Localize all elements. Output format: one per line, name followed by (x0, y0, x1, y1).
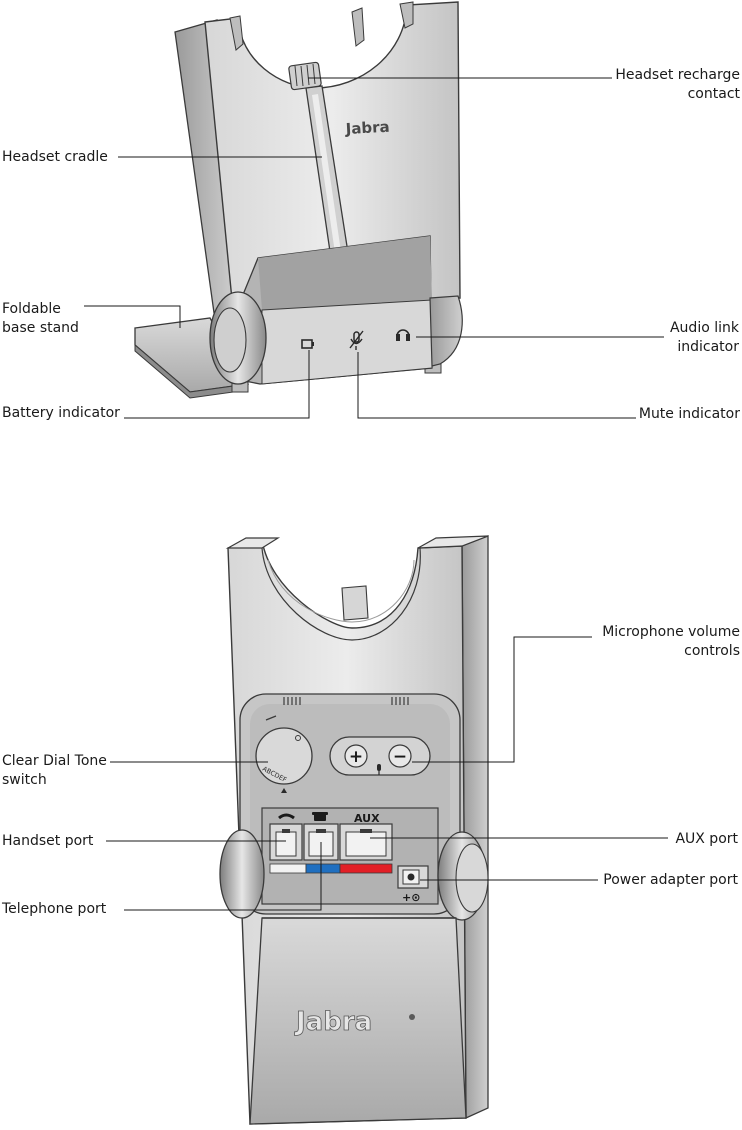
label-line: base stand (2, 320, 79, 336)
handset-icon (278, 813, 295, 820)
aux-port-label: AUX (354, 812, 380, 825)
label-line: Headset cradle (2, 149, 108, 165)
label-line: Microphone volume (602, 624, 740, 640)
battery-indicator-icon (301, 339, 314, 349)
back-hinge-left (219, 829, 265, 919)
label-line: Mute indicator (638, 406, 740, 422)
label-clear-dial-tone-switch: Clear Dial Tone switch (2, 752, 107, 790)
label-battery-indicator: Battery indicator (2, 404, 120, 423)
front-hinge (209, 291, 267, 385)
power-symbol: +⊙ (402, 891, 420, 904)
label-line: Battery indicator (2, 405, 120, 421)
label-line: switch (2, 772, 47, 788)
front-logo: Jabra (344, 118, 390, 138)
label-line: Power adapter port (603, 872, 738, 888)
label-handset-port: Handset port (2, 832, 93, 851)
handset-port (269, 823, 303, 861)
label-line: contact (687, 86, 740, 102)
label-headset-recharge-contact: Headset recharge contact (615, 66, 740, 104)
volume-plus-symbol: + (349, 747, 363, 767)
label-aux-port: AUX port (675, 830, 738, 849)
volume-minus-symbol: − (393, 747, 407, 767)
label-audio-link-indicator: Audio link indicator (670, 319, 739, 357)
label-line: Audio link (669, 320, 739, 336)
headset-recharge-contact (288, 61, 322, 91)
label-line: Foldable (2, 301, 61, 317)
label-power-adapter-port: Power adapter port (603, 871, 738, 890)
back-leader-lines (106, 636, 668, 911)
back-hinge-right (437, 831, 489, 921)
front-leader-lines (84, 77, 664, 419)
label-telephone-port: Telephone port (2, 900, 106, 919)
label-line: Clear Dial Tone (2, 753, 107, 769)
label-headset-cradle: Headset cradle (2, 148, 108, 167)
label-line: indicator (677, 339, 739, 355)
label-line: Headset recharge (615, 67, 740, 83)
label-mute-indicator: Mute indicator (639, 405, 740, 424)
aux-port (339, 823, 393, 861)
power-adapter-port: +⊙ (397, 865, 429, 904)
audio-link-indicator-icon (396, 329, 410, 341)
microphone-volume-controls: + − (329, 736, 431, 776)
vent-marks (283, 697, 409, 705)
label-microphone-volume-controls: Microphone volume controls (602, 623, 740, 661)
microphone-icon (377, 764, 381, 775)
label-foldable-base-stand: Foldable base stand (2, 300, 79, 338)
label-line: controls (684, 643, 740, 659)
telephone-icon (312, 812, 328, 821)
clear-dial-tone-switch: ABCDEF (255, 715, 313, 793)
front-view-device: Jabra (134, 1, 463, 399)
back-logo: Jabra (294, 1007, 372, 1037)
label-line: AUX port (675, 831, 738, 847)
port-color-stripe (269, 863, 393, 874)
label-line: Handset port (2, 833, 94, 849)
mute-indicator-icon (349, 330, 364, 350)
label-line: Telephone port (2, 901, 107, 917)
back-view-device: ABCDEF + − AUX (219, 535, 489, 1125)
